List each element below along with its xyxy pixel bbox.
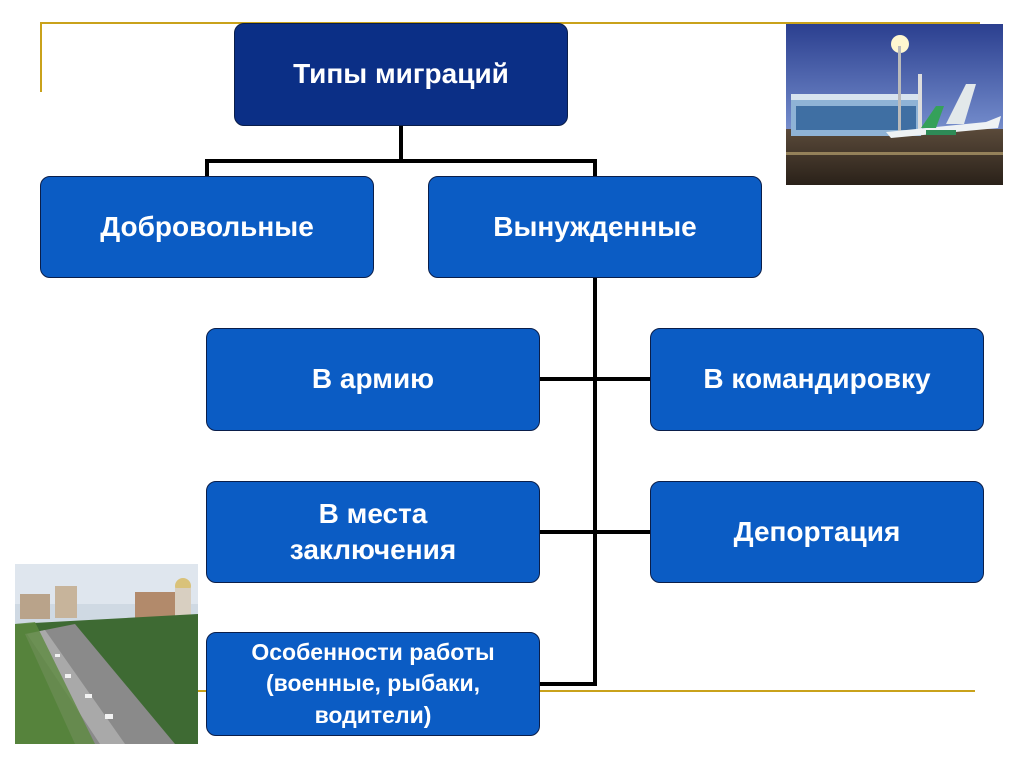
- decor-line-bottom: [195, 690, 975, 692]
- node-forced-label: Вынужденные: [493, 210, 697, 242]
- node-deportation: Депортация: [650, 481, 984, 583]
- node-work-specifics-label: Особенности работы (военные, рыбаки, вод…: [251, 639, 495, 728]
- node-migration-types-label: Типы миграций: [293, 58, 509, 90]
- node-business-trip: В командировку: [650, 328, 984, 431]
- node-imprisonment-label: В места заключения: [289, 497, 457, 565]
- node-migration-types: Типы миграций: [234, 23, 568, 126]
- airport-photo: [786, 24, 1003, 185]
- node-voluntary: Добровольные: [40, 176, 374, 278]
- decor-line-left: [40, 22, 42, 92]
- node-work-specifics: Особенности работы (военные, рыбаки, вод…: [206, 632, 540, 736]
- node-business-trip-label: В командировку: [703, 363, 931, 395]
- node-army-label: В армию: [311, 363, 435, 395]
- node-army: В армию: [206, 328, 540, 431]
- airplane-icon: [886, 84, 1001, 138]
- node-imprisonment: В места заключения: [206, 481, 540, 583]
- node-deportation-label: Депортация: [733, 515, 901, 547]
- node-voluntary-label: Добровольные: [100, 210, 314, 242]
- node-forced: Вынужденные: [428, 176, 762, 278]
- city-icon: [20, 578, 191, 620]
- city-photo: [15, 564, 198, 744]
